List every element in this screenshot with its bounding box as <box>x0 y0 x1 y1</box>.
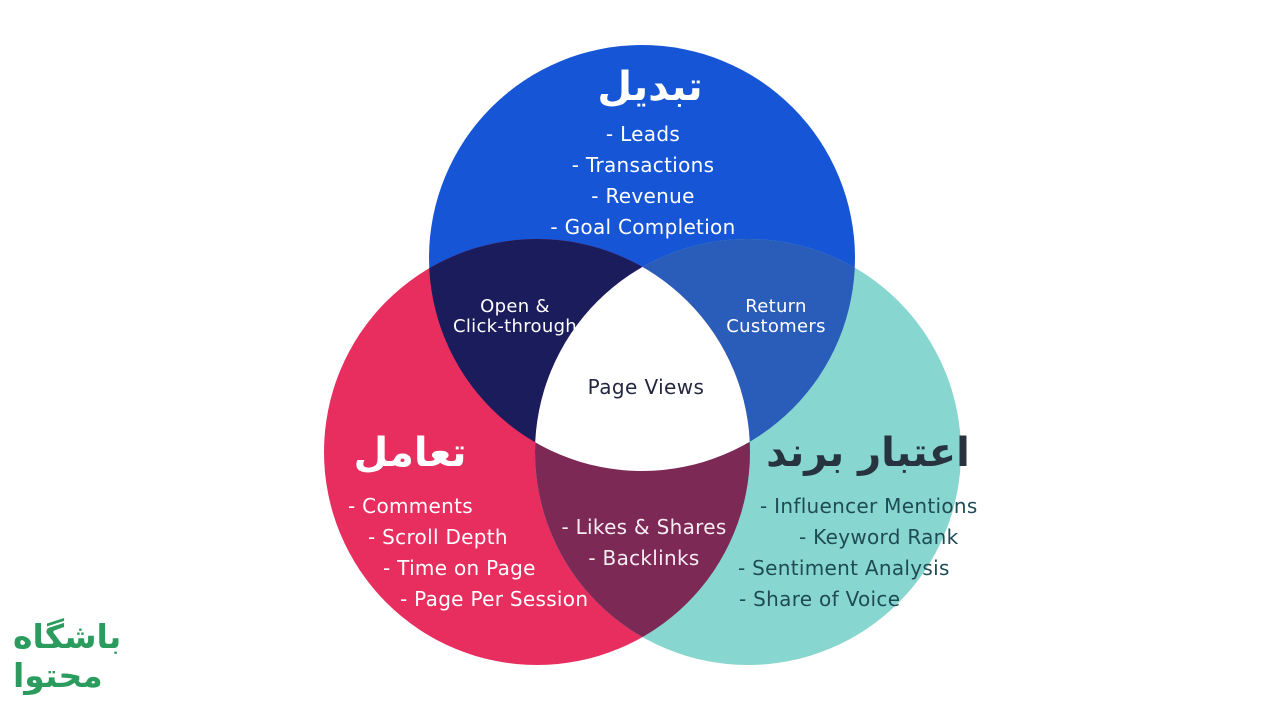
brand-item: - Keyword Rank <box>799 525 959 549</box>
conversion-item: - Transactions <box>571 153 715 177</box>
engagement-brand-label: - Likes & Shares - Backlinks <box>561 512 726 574</box>
brand-item: - Sentiment Analysis <box>738 556 950 580</box>
conversion-brand-label: Return Customers <box>726 297 826 337</box>
brand-title: اعتبار برند <box>766 430 970 476</box>
overlap-label-line: Open & <box>480 296 550 317</box>
overlap-label-line: Click-through <box>452 316 578 337</box>
logo-line-2: محتوا <box>13 656 103 695</box>
overlap-label-line: Customers <box>726 316 826 337</box>
overlap-label-line: Return <box>745 296 807 317</box>
engagement-item: - Page Per Session <box>400 587 589 611</box>
conversion-items: - Leads - Transactions - Revenue - Goal … <box>550 119 735 243</box>
engagement-title: تعامل <box>353 430 467 476</box>
brand-item: - Influencer Mentions <box>760 494 978 518</box>
center-label: Page Views <box>587 375 705 399</box>
engagement-item: - Time on Page <box>383 556 536 580</box>
conversion-title: تبدیل <box>597 64 703 110</box>
overlap-label-line: - Backlinks <box>588 546 700 570</box>
site-logo: باشگاه محتوا <box>13 617 121 695</box>
conversion-item: - Leads <box>605 122 681 146</box>
engagement-item: - Comments <box>348 494 473 518</box>
overlap-label-line: - Likes & Shares <box>561 515 727 539</box>
brand-item: - Share of Voice <box>739 587 901 611</box>
conversion-engagement-label: Open & Click-through <box>453 297 577 337</box>
conversion-item: - Goal Completion <box>550 215 736 239</box>
conversion-item: - Revenue <box>591 184 695 208</box>
logo-line-1: باشگاه <box>13 617 122 656</box>
engagement-item: - Scroll Depth <box>368 525 508 549</box>
